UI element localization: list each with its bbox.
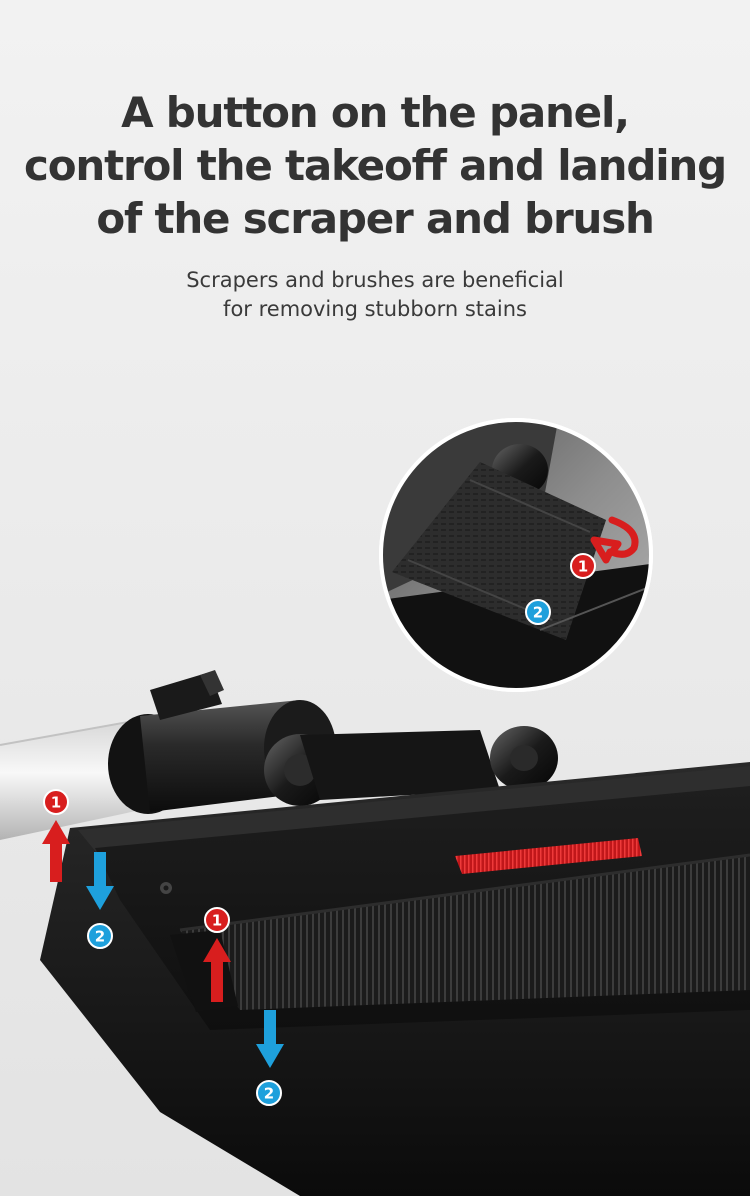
page-subheadline: Scrapers and brushes are beneficial for … — [0, 266, 750, 324]
svg-text:1: 1 — [578, 558, 588, 576]
arrow-down-icon — [256, 1010, 284, 1068]
subheadline-line-1: Scrapers and brushes are beneficial — [186, 268, 564, 292]
svg-text:2: 2 — [533, 604, 543, 622]
headline-line-2: control the takeoff and landing — [24, 141, 727, 190]
rotate-arrow-icon — [590, 516, 639, 564]
mid-lower-group: 2 — [256, 1010, 284, 1106]
front-marker-1: 1 — [51, 794, 61, 812]
front-raise-group: 1 — [42, 789, 70, 882]
mid-marker-1: 1 — [212, 912, 222, 930]
front-lower-group: 2 — [86, 852, 114, 949]
inset-marker-2: 2 — [525, 599, 551, 625]
page-headline: A button on the panel, control the takeo… — [0, 86, 750, 245]
arrow-up-icon — [42, 820, 70, 882]
nozzle-neck — [108, 670, 558, 814]
mid-marker-1-badge — [204, 907, 230, 933]
front-marker-1-badge — [43, 789, 69, 815]
arrow-up-icon — [203, 938, 231, 1002]
inset-detail-view — [379, 418, 653, 692]
front-marker-2-badge — [87, 923, 113, 949]
headline-line-3: of the scraper and brush — [96, 194, 655, 243]
panel-button — [392, 462, 606, 640]
mid-raise-group: 1 — [203, 907, 231, 1002]
inset-marker-1: 1 — [570, 553, 596, 579]
subheadline-line-2: for removing stubborn stains — [223, 297, 527, 321]
headline-line-1: A button on the panel, — [121, 88, 630, 137]
front-marker-2: 2 — [95, 928, 105, 946]
mid-marker-2: 2 — [264, 1085, 274, 1103]
arrow-down-icon — [86, 852, 114, 910]
mid-marker-2-badge — [256, 1080, 282, 1106]
